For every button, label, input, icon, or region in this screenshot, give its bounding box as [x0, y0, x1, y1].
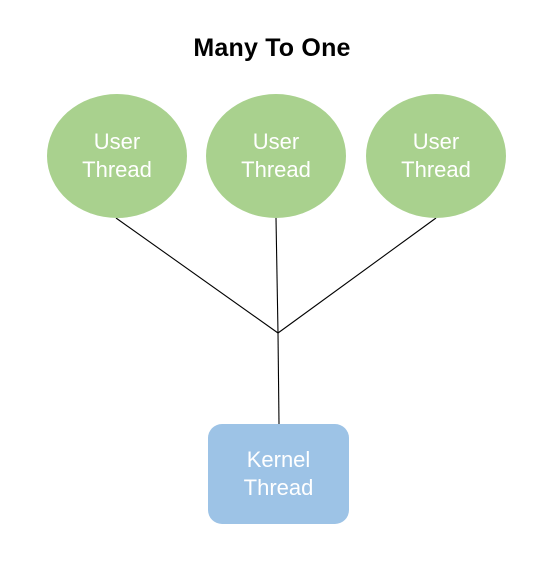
kernel-thread-label-line2: Thread	[243, 475, 314, 500]
user-thread-label-line2: Thread	[401, 157, 471, 182]
kernel-thread-node: Kernel Thread	[208, 424, 349, 524]
user-thread-label-line1: User	[93, 129, 141, 154]
user-thread-label-line1: User	[252, 129, 300, 154]
user-thread-node-3: User Thread	[366, 94, 506, 218]
connector-user-thread-3	[277, 217, 437, 334]
user-thread-label-line1: User	[412, 129, 460, 154]
kernel-thread-label-line1: Kernel	[246, 447, 311, 472]
user-thread-node-1: User Thread	[47, 94, 187, 218]
user-thread-node-2: User Thread	[206, 94, 346, 218]
user-thread-label-line2: Thread	[241, 157, 311, 182]
diagram-title: Many To One	[193, 34, 351, 62]
connector-user-thread-1	[115, 217, 279, 334]
connector-kernel-thread	[277, 332, 280, 425]
user-thread-label-line2: Thread	[82, 157, 152, 182]
connector-user-thread-2	[275, 217, 279, 334]
